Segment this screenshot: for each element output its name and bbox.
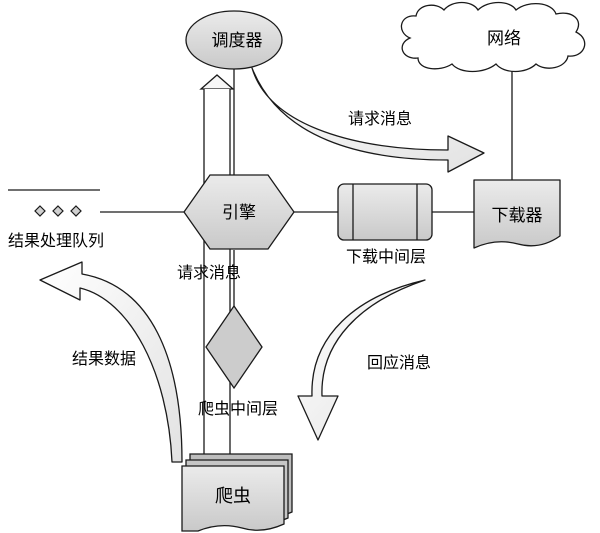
engine-label: 引擎 (222, 203, 256, 223)
connector-lines (8, 66, 513, 312)
result-queue-label: 结果处理队列 (8, 231, 104, 250)
downloader-middleware-label: 下载中间层 (346, 247, 426, 266)
scheduler-node (185, 10, 283, 70)
spider-middleware-label: 爬虫中间层 (198, 399, 278, 418)
scheduler-label: 调度器 (212, 31, 263, 51)
spider-middleware-diamond (205, 304, 263, 390)
labels: 调度器 网络 引擎 下载器 下载中间层 爬虫中间层 爬虫 结果处理队列 请求消息… (8, 29, 543, 507)
spider-label: 爬虫 (215, 486, 251, 507)
engine-node (183, 174, 295, 250)
spider-node (181, 453, 293, 532)
request-curved-arrow (251, 67, 485, 173)
network-cloud (400, 1, 586, 73)
result-curved-arrow (39, 261, 183, 463)
request-to-downloader-label: 请求消息 (348, 109, 412, 128)
network-label: 网络 (487, 29, 521, 49)
request-to-engine-label: 请求消息 (177, 263, 241, 282)
downloader-middleware-node (337, 183, 433, 241)
response-message-label: 回应消息 (367, 353, 431, 372)
result-queue-dots (34, 205, 82, 217)
request-up-arrow (199, 74, 235, 463)
result-data-label: 结果数据 (72, 349, 136, 368)
downloader-node (473, 179, 561, 249)
response-curved-arrow (297, 279, 426, 441)
downloader-label: 下载器 (492, 206, 543, 226)
